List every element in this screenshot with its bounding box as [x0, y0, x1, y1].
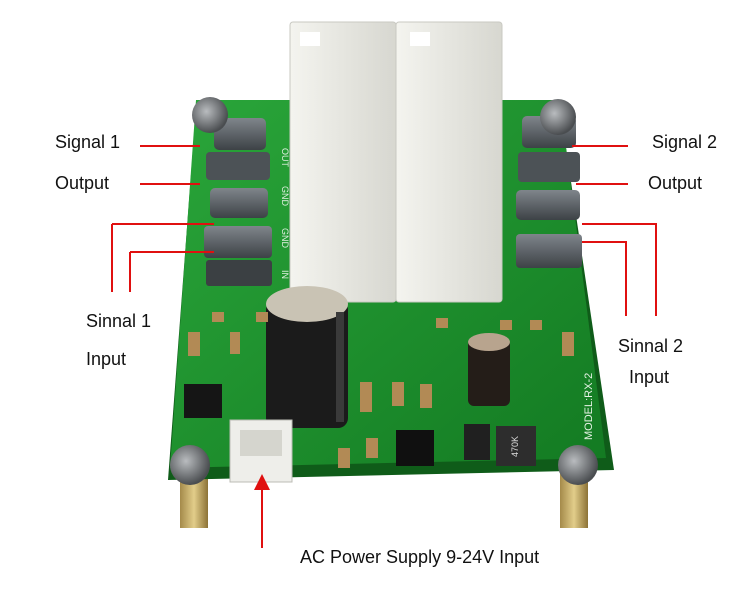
screw-bottom-right	[558, 445, 598, 485]
small-capacitor	[468, 333, 510, 406]
label-input1-line1: Sinnal 1	[86, 311, 152, 331]
label-signal2-line2: Output	[648, 173, 703, 193]
inductor	[496, 426, 536, 466]
label-input1-line2: Input	[86, 349, 127, 369]
inductor-label: 470K	[510, 436, 520, 457]
screw-top-right	[540, 99, 576, 135]
silk-in: IN	[280, 270, 290, 279]
relays	[289, 21, 503, 303]
label-signal1-line2: Output	[55, 173, 110, 193]
left-terminals	[204, 118, 272, 286]
label-input2-line2: Input	[629, 367, 670, 387]
right-terminals	[516, 116, 582, 268]
label-input2-line1: Sinnal 2	[618, 336, 684, 356]
silk-gnd: GND	[280, 186, 290, 207]
label-signal2-line1: Signal 2	[652, 132, 718, 152]
ic-chip	[396, 430, 434, 466]
silk-model: MODEL:RX-2	[583, 373, 595, 440]
label-power: AC Power Supply 9-24V Input	[300, 547, 540, 567]
power-arrow-head	[254, 474, 270, 490]
large-capacitor	[266, 286, 348, 428]
transistor-d4	[184, 384, 222, 418]
silk-gnd2: GND	[280, 228, 290, 249]
label-signal1-line1: Signal 1	[55, 132, 121, 152]
screw-top-left	[192, 97, 228, 133]
smd-components	[188, 312, 574, 468]
silk-out: OUT	[280, 148, 290, 168]
screw-bottom-left	[170, 445, 210, 485]
callout-lines	[111, 145, 657, 548]
diode-d5	[464, 424, 490, 460]
